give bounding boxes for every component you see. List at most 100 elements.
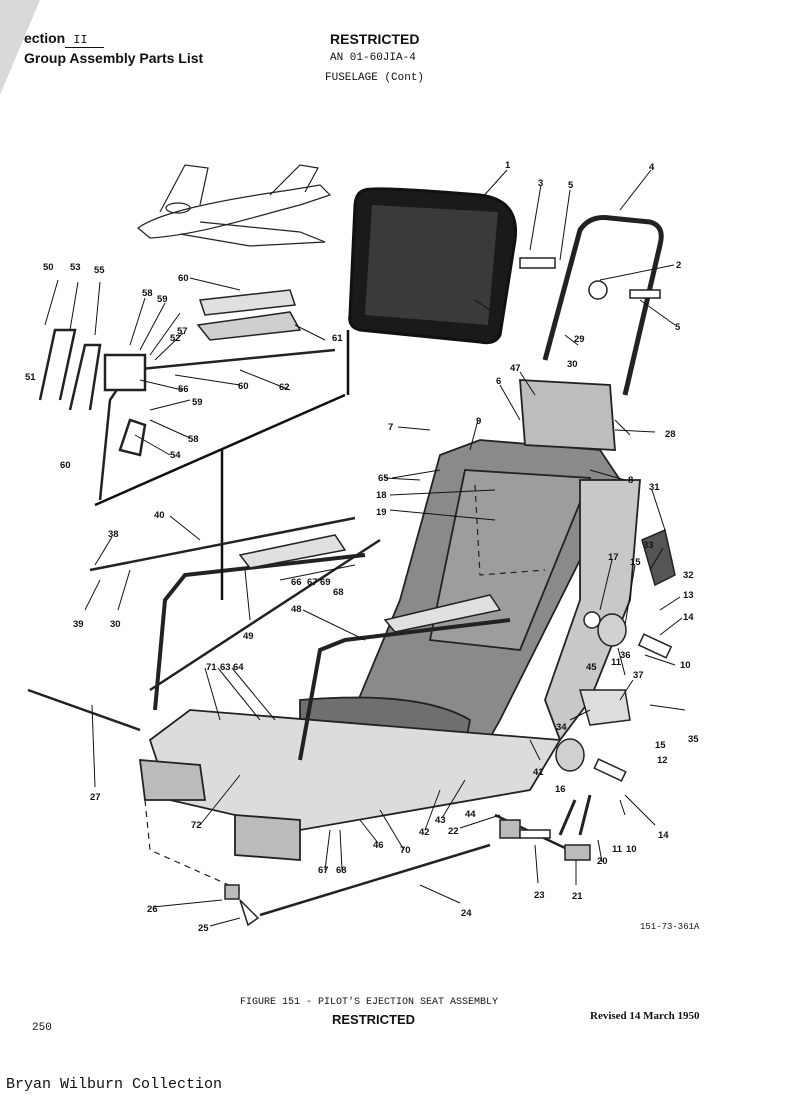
callout: 28 [665, 429, 676, 440]
callout: 11 [612, 844, 623, 855]
callout: 57 [177, 326, 188, 337]
callout: 43 [435, 815, 446, 826]
callout: 55 [94, 265, 105, 276]
callout: 68 [336, 865, 347, 876]
callout: 47 [510, 363, 521, 374]
callout: 40 [154, 510, 165, 521]
section-prefix: ection [24, 30, 66, 46]
callout: 49 [243, 631, 254, 642]
right-side-hardware [224, 528, 676, 927]
callout: 7 [388, 422, 393, 433]
callout: 59 [192, 397, 203, 408]
dashed-assembly-lines [144, 484, 546, 891]
leader-lines [44, 169, 686, 927]
figure-caption: FIGURE 151 - PILOT'S EJECTION SEAT ASSEM… [240, 997, 499, 1008]
callout: 63 [220, 662, 231, 673]
callout: 16 [555, 784, 566, 795]
callout: 27 [90, 792, 101, 803]
callout: 33 [643, 540, 654, 551]
callout: 9 [476, 416, 481, 427]
callout: 32 [683, 570, 694, 581]
callout: 52 [170, 333, 181, 344]
callout: 39 [73, 619, 84, 630]
armrest-pads [196, 289, 502, 633]
callout: 12 [657, 755, 668, 766]
callout: 54 [170, 450, 181, 461]
callout: 67 [307, 577, 318, 588]
callout: 5 [568, 180, 574, 191]
headrest-fittings [519, 257, 661, 300]
callout: 10 [680, 660, 691, 671]
callout: 15 [630, 557, 641, 568]
callout: 60 [178, 273, 189, 284]
callout: 18 [376, 490, 387, 501]
header-classification: RESTRICTED [330, 31, 420, 47]
callout: 42 [419, 827, 430, 838]
callout: 35 [688, 734, 699, 745]
headrest-frame [542, 215, 664, 396]
callout: 60 [238, 381, 249, 392]
callout: 29 [574, 334, 585, 345]
callout: 25 [198, 923, 209, 934]
callout: 30 [567, 359, 578, 370]
callout: 71 [206, 662, 217, 673]
callout: 36 [620, 650, 631, 661]
callout: 69 [320, 577, 331, 588]
page-number: 250 [32, 1022, 52, 1034]
callout: 26 [147, 904, 158, 915]
seat-base-frame [138, 709, 562, 861]
callout: 21 [572, 891, 583, 902]
callout: 51 [25, 372, 36, 383]
head-pad [348, 187, 518, 345]
callout: 68 [333, 587, 344, 598]
revision-date: Revised 14 March 1950 [590, 1010, 700, 1022]
callout: 61 [332, 333, 343, 344]
callout: 15 [655, 740, 666, 751]
callout: 59 [157, 294, 168, 305]
callout: 64 [233, 662, 244, 673]
footer-classification: RESTRICTED [332, 1012, 416, 1027]
aircraft-silhouette [137, 164, 332, 247]
callout: 45 [586, 662, 597, 673]
callout: 23 [534, 890, 545, 901]
callout: 48 [291, 604, 302, 615]
inset-bracket-line [94, 330, 350, 600]
callout: 20 [597, 856, 608, 867]
callout: 62 [279, 382, 290, 393]
callout: 72 [191, 820, 202, 831]
callout: 8 [628, 475, 633, 486]
drawing-number: 151-73-361A [640, 922, 700, 932]
callout: 5 [675, 322, 681, 333]
callout: 13 [683, 590, 694, 601]
page-title: Group Assembly Parts List [24, 50, 204, 66]
callout: 66 [291, 577, 302, 588]
callout: 14 [658, 830, 669, 841]
callout: 58 [142, 288, 153, 299]
callout: 3 [538, 178, 543, 189]
callout: 22 [448, 826, 459, 837]
callout: 56 [178, 384, 189, 395]
callout: 65 [378, 473, 389, 484]
subsection-label: FUSELAGE (Cont) [325, 72, 425, 84]
callout-labels: 1 2 3 4 5 5 6 7 8 9 10 10 11 11 12 13 14… [25, 160, 699, 934]
left-armrest-assembly [153, 553, 511, 761]
linkage-rods [27, 516, 581, 917]
callout: 70 [400, 845, 411, 856]
callout: 2 [676, 260, 681, 271]
callout: 10 [626, 844, 637, 855]
callout: 53 [70, 262, 81, 273]
callout: 41 [533, 767, 544, 778]
document-code: AN 01-60JIA-4 [330, 52, 416, 64]
callout: 50 [43, 262, 54, 273]
callout: 6 [496, 376, 501, 387]
callout: 46 [373, 840, 384, 851]
callout: 38 [108, 529, 119, 540]
callout: 34 [556, 722, 567, 733]
callout: 19 [376, 507, 387, 518]
callout: 24 [461, 908, 472, 919]
collection-credit: Bryan Wilburn Collection [6, 1076, 223, 1093]
callout: 67 [318, 865, 329, 876]
callout: 11 [611, 657, 622, 668]
